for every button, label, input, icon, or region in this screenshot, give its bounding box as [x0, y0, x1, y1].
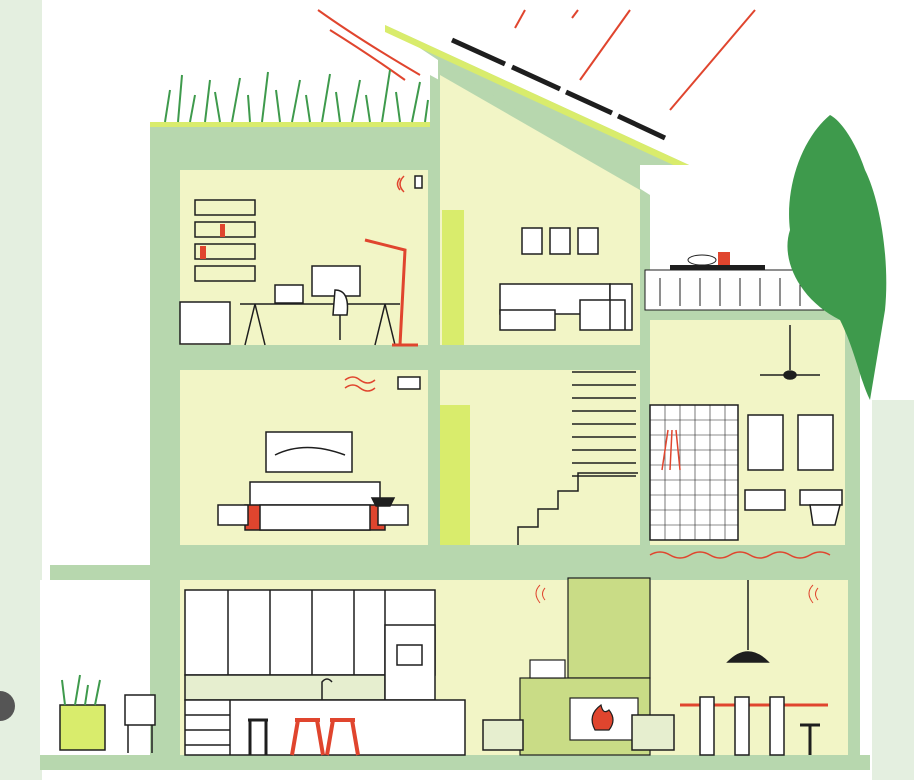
tree — [787, 115, 887, 400]
ceiling-fan-icon — [760, 325, 820, 380]
ground-slab-ext — [50, 565, 180, 580]
roof-grass — [164, 69, 429, 123]
living-room-upper — [440, 75, 640, 345]
office-furniture — [179, 175, 423, 347]
dining-area — [482, 580, 828, 756]
bathroom-fixtures — [649, 325, 843, 559]
right-backdrop — [872, 400, 914, 780]
fireplace-icon — [519, 577, 651, 756]
dark-circle — [0, 691, 15, 721]
patio — [59, 674, 156, 753]
door — [442, 210, 464, 345]
kitchen — [184, 589, 466, 756]
bedroom-furniture — [217, 376, 421, 531]
green-roof — [150, 122, 432, 170]
solar-panel-icon — [450, 37, 667, 141]
left-backdrop — [0, 0, 42, 780]
living-furniture — [499, 227, 633, 331]
wifi-signal-icon — [535, 584, 819, 604]
wifi-signal-icon — [396, 175, 405, 193]
staircase — [517, 371, 638, 545]
stair-room — [440, 370, 640, 545]
